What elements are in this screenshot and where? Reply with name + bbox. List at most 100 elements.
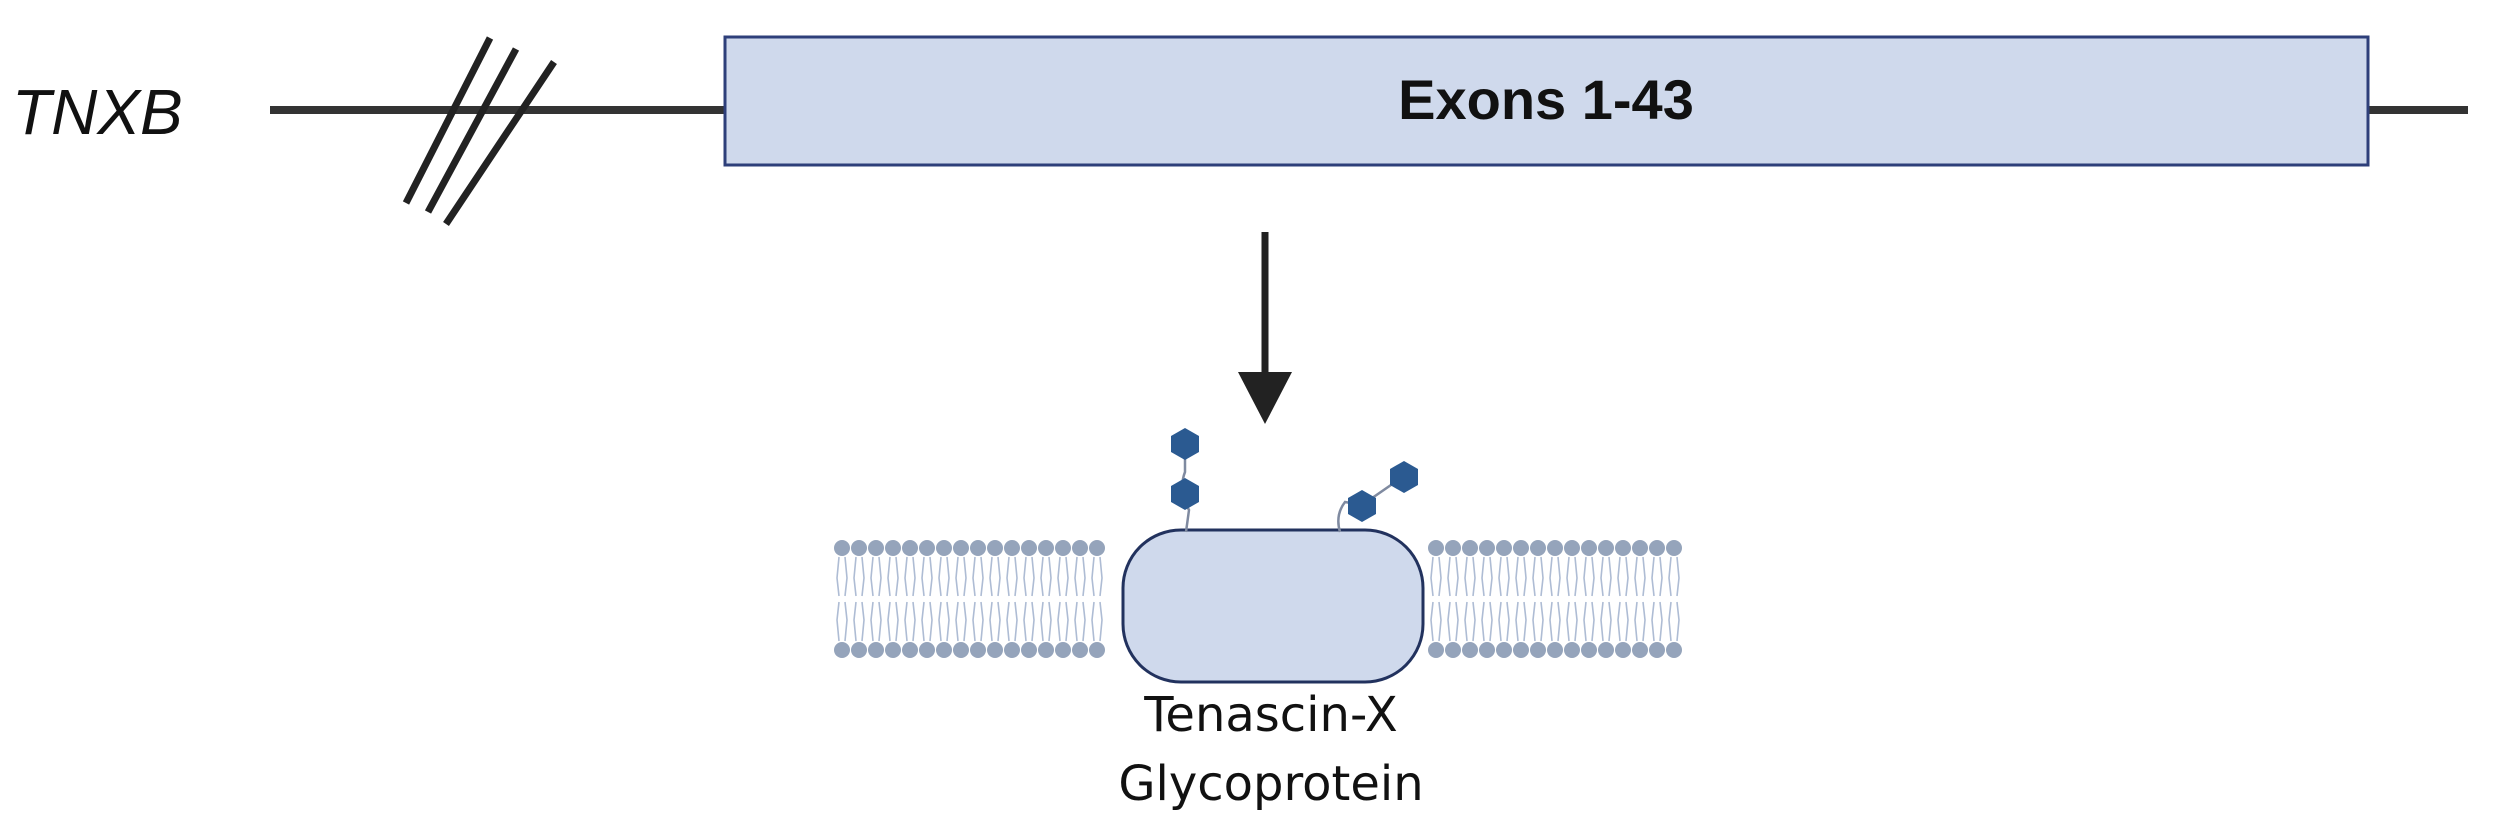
lipid-head [851,642,867,658]
lipid-head [1089,540,1105,556]
lipid-tail [1091,556,1103,642]
lipid-head [1055,540,1071,556]
lipid-bilayer-membrane [834,540,1682,658]
lipid-head [970,540,986,556]
lipid-head [851,540,867,556]
lipid-head [1530,540,1546,556]
lipid-head [1649,642,1665,658]
lipid-head [1598,642,1614,658]
lipid-tail [1600,556,1612,642]
lipid-head [1632,642,1648,658]
lipid-head [987,540,1003,556]
lipid-head [953,642,969,658]
glycan-hexagon-icon [1171,428,1199,460]
lipid-head [1496,540,1512,556]
lipid-head [1547,642,1563,658]
lipid-tail [1464,556,1476,642]
lipid-head [1428,540,1444,556]
lipid-head [885,540,901,556]
exon-label: Exons 1-43 [1398,68,1694,131]
lipid-head [1479,642,1495,658]
lipid-head [919,540,935,556]
lipid-head [1089,642,1105,658]
lipid-head [902,642,918,658]
lipid-head [970,642,986,658]
lipid-tail [1651,556,1663,642]
lipid-tail [1532,556,1544,642]
lipid-head [1666,540,1682,556]
lipid-head [1666,642,1682,658]
translation-arrow [1238,232,1292,424]
lipid-tail [1074,556,1086,642]
lipid-head [1428,642,1444,658]
lipid-head [1445,540,1461,556]
lipid-head [1004,540,1020,556]
gene-break-mark [402,36,557,226]
lipid-tail [887,556,899,642]
lipid-tail [836,556,848,642]
lipid-head [1649,540,1665,556]
lipid-head [1004,642,1020,658]
glycan-chain-left [1171,428,1199,533]
lipid-head [1564,540,1580,556]
lipid-head [834,642,850,658]
lipid-head [1462,642,1478,658]
lipid-head [919,642,935,658]
lipid-head [834,540,850,556]
lipid-head [1038,642,1054,658]
lipid-head [1598,540,1614,556]
lipid-head [868,642,884,658]
lipid-tail [938,556,950,642]
lipid-head [936,642,952,658]
lipid-head [1615,540,1631,556]
lipid-tail [1634,556,1646,642]
lipid-head [1513,540,1529,556]
lipid-head [1632,540,1648,556]
protein-name-line1: Tenascin-X [1143,687,1398,743]
lipid-head [1072,642,1088,658]
lipid-head [1513,642,1529,658]
protein-name-line2: Glycoprotein [1118,756,1423,812]
lipid-tail [1668,556,1680,642]
lipid-head [1445,642,1461,658]
lipid-head [1072,540,1088,556]
lipid-tail [904,556,916,642]
lipid-tail [1006,556,1018,642]
lipid-head [1462,540,1478,556]
lipid-head [1615,642,1631,658]
tenascin-x-protein-shape [1121,528,1425,684]
lipid-tail [1498,556,1510,642]
glycan-chain-right [1337,461,1418,533]
lipid-head [936,540,952,556]
lipid-tail [870,556,882,642]
lipid-head [1496,642,1512,658]
lipid-head [1055,642,1071,658]
lipid-head [987,642,1003,658]
lipid-tail [921,556,933,642]
lipid-tail [1481,556,1493,642]
lipid-head [1547,540,1563,556]
lipid-tail [1549,556,1561,642]
lipid-tail [972,556,984,642]
lipid-head [953,540,969,556]
lipid-head [1581,540,1597,556]
lipid-head [1581,642,1597,658]
gene-name-label: TNXB [12,76,183,148]
lipid-head [1530,642,1546,658]
lipid-tail [955,556,967,642]
lipid-tail [1430,556,1442,642]
lipid-tail [1057,556,1069,642]
lipid-head [868,540,884,556]
lipid-head [885,642,901,658]
lipid-tail [1583,556,1595,642]
lipid-head [1564,642,1580,658]
lipid-tail [1566,556,1578,642]
lipid-tail [853,556,865,642]
lipid-tail [1447,556,1459,642]
lipid-head [902,540,918,556]
lipid-tail [1023,556,1035,642]
glycan-hexagon-icon [1348,490,1376,522]
lipid-head [1021,642,1037,658]
lipid-head [1479,540,1495,556]
